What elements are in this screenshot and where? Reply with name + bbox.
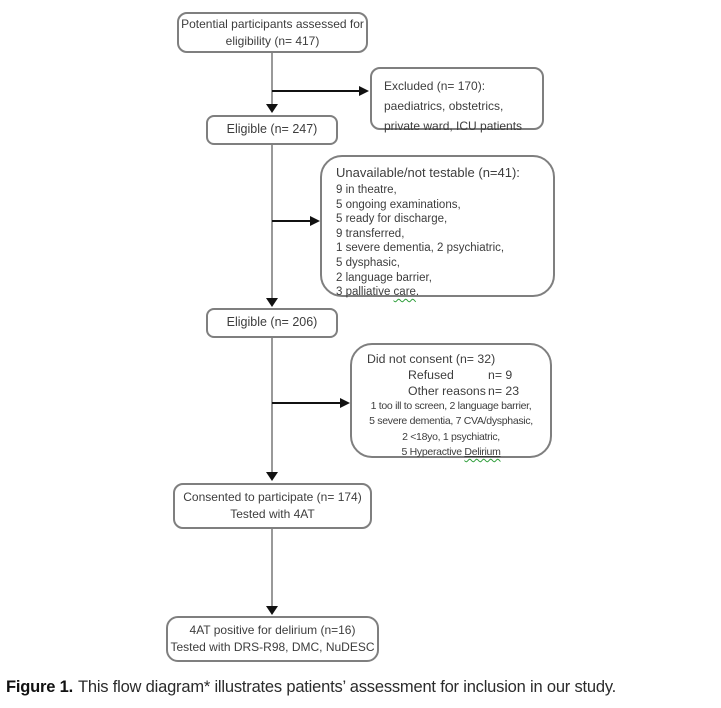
node-text-line: 3 palliative care. bbox=[336, 285, 539, 300]
node-4at-positive: 4AT positive for delirium (n=16) Tested … bbox=[166, 616, 379, 662]
reason-value: n= 23 bbox=[488, 384, 520, 398]
node-text-line: 5 ongoing examinations, bbox=[336, 198, 461, 211]
node-title: Unavailable/not testable (n=41): bbox=[336, 165, 520, 180]
reason-label: Other reasons bbox=[408, 384, 486, 398]
reason-value: n= 9 bbox=[488, 368, 513, 382]
reason-label: Refused bbox=[408, 368, 454, 382]
arrow-right-icon bbox=[340, 397, 350, 408]
figure-caption-text: This flow diagram* illustrates patients’… bbox=[77, 678, 617, 696]
node-potential-participants: Potential participants assessed for elig… bbox=[177, 12, 368, 53]
node-text-line: 5 severe dementia, 7 CVA/dysphasic, bbox=[369, 415, 533, 428]
reason-row: Other reasons n= 23 bbox=[356, 383, 546, 399]
connector-eligible206-to-consented bbox=[271, 338, 273, 474]
node-title: Did not consent (n= 32) bbox=[367, 352, 496, 366]
node-text-line: 5 Hyperactive Delirium bbox=[356, 445, 546, 460]
arrow-right-icon bbox=[359, 86, 369, 96]
node-text-line: Excluded (n= 170): bbox=[384, 79, 486, 93]
connector-eligible247-to-eligible206 bbox=[271, 144, 273, 300]
node-text-line: 2 language barrier, bbox=[336, 271, 432, 284]
node-consented: Consented to participate (n= 174) Tested… bbox=[173, 483, 372, 529]
node-text-line: private ward, ICU patients bbox=[384, 119, 523, 133]
node-text-line: paediatrics, obstetrics, bbox=[384, 99, 504, 113]
connector-branch-unavailable bbox=[272, 220, 312, 222]
text-fragment: 5 Hyperactive bbox=[401, 446, 465, 459]
node-text-line: Tested with DRS-R98, DMC, NuDESC bbox=[170, 640, 375, 654]
node-text-line: Consented to participate (n= 174) bbox=[183, 490, 362, 505]
node-text-line: Eligible (n= 206) bbox=[226, 315, 318, 330]
connector-branch-excluded bbox=[272, 90, 360, 92]
node-excluded: Excluded (n= 170): paediatrics, obstetri… bbox=[370, 67, 544, 133]
node-eligible-206: Eligible (n= 206) bbox=[206, 308, 338, 338]
underlined-word: Delirium bbox=[464, 446, 500, 458]
node-text-line: 4AT positive for delirium (n=16) bbox=[189, 623, 356, 638]
node-text-line: Potential participants assessed for bbox=[181, 16, 364, 31]
reason-row: Refused n= 9 bbox=[356, 367, 546, 383]
connector-branch-did-not-consent bbox=[272, 402, 342, 404]
arrow-down-icon bbox=[266, 606, 278, 615]
arrow-down-icon bbox=[266, 472, 278, 481]
node-text-line: 2 <18yo, 1 psychiatric, bbox=[402, 430, 500, 443]
connector-potential-to-eligible247 bbox=[271, 53, 273, 106]
spellcheck-wavy-word: care bbox=[393, 286, 416, 299]
text-fragment: . bbox=[415, 286, 420, 299]
node-did-not-consent: Did not consent (n= 32) Refused n= 9 Oth… bbox=[350, 343, 552, 458]
node-eligible-247: Eligible (n= 247) bbox=[206, 115, 338, 145]
figure-caption: Figure 1.This flow diagram* illustrates … bbox=[6, 678, 718, 697]
arrow-down-icon bbox=[266, 104, 278, 113]
connector-consented-to-positive bbox=[271, 529, 273, 608]
spellcheck-wavy-word: Delirium bbox=[464, 446, 501, 459]
figure-caption-label: Figure 1. bbox=[6, 678, 73, 696]
node-text-line: 5 ready for discharge, bbox=[336, 213, 448, 226]
arrow-down-icon bbox=[266, 298, 278, 307]
node-text-line: Tested with 4AT bbox=[230, 507, 315, 521]
node-text-line: 1 severe dementia, 2 psychiatric, bbox=[336, 242, 505, 255]
node-unavailable: Unavailable/not testable (n=41): 9 in th… bbox=[320, 155, 555, 300]
node-text-line: 9 in theatre, bbox=[336, 184, 397, 196]
node-text-line: 5 dysphasic, bbox=[336, 256, 400, 269]
arrow-right-icon bbox=[310, 215, 320, 226]
node-text-line: Eligible (n= 247) bbox=[226, 122, 318, 137]
text-fragment: 3 palliative bbox=[336, 286, 394, 299]
node-text-line: 9 transferred, bbox=[336, 227, 405, 240]
node-text-line: 1 too ill to screen, 2 language barrier, bbox=[370, 400, 532, 412]
node-text-line: eligibility (n= 417) bbox=[225, 33, 320, 48]
